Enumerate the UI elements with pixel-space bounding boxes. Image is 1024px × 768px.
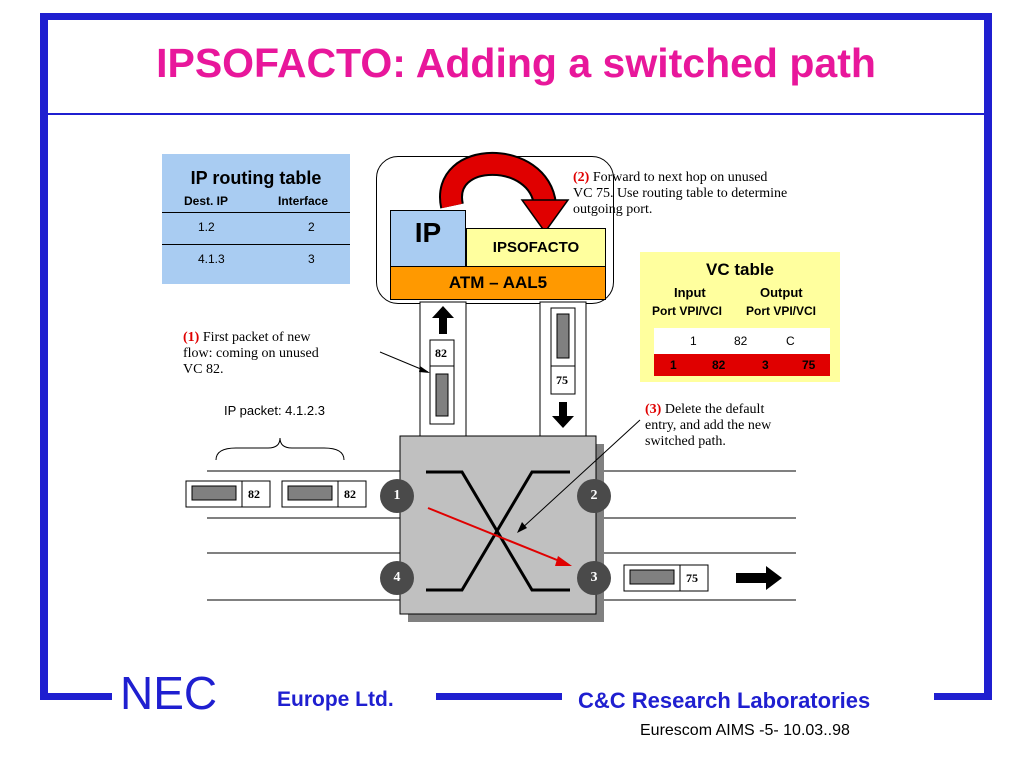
forward-arrow-head xyxy=(520,199,570,234)
up-arrow-icon xyxy=(432,306,454,334)
cell-75-down xyxy=(550,365,576,395)
ip-packet-brace xyxy=(215,437,345,461)
vc-table: VC table Input Output Port VPI/VCI Port … xyxy=(640,252,840,382)
page-title: IPSOFACTO: Adding a switched path xyxy=(156,40,876,86)
routing-col-dest: Dest. IP xyxy=(184,194,229,208)
note-2: (2) Forward to next hop on unused VC 75.… xyxy=(573,170,788,217)
uplink-vc-label: 82 xyxy=(435,346,447,360)
routing-row-2-iface: 3 xyxy=(308,252,315,266)
cell-payload-up xyxy=(435,373,449,417)
port-4: 4 xyxy=(380,561,414,595)
routing-row-1-dest: 1.2 xyxy=(198,220,215,234)
vc-output-sub: Port VPI/VCI xyxy=(746,304,817,318)
outgoing-arrow-icon xyxy=(736,566,782,590)
switched-path-arrowhead xyxy=(555,556,572,566)
note-1: (1) First packet of new flow: coming on … xyxy=(183,330,319,377)
cell-payload-down xyxy=(556,313,570,359)
frame-left xyxy=(40,13,48,700)
vc-input-header: Input xyxy=(674,285,706,300)
atm-aal5-layer-box: ATM – AAL5 xyxy=(390,266,606,300)
switched-path-line xyxy=(427,507,563,563)
switch-fabric xyxy=(399,435,597,615)
cell-82-up xyxy=(429,339,455,367)
note-3: (3) Delete the default entry, and add th… xyxy=(645,402,772,449)
ip-layer-box: IP xyxy=(390,210,466,268)
title-divider xyxy=(48,113,984,115)
port-3: 3 xyxy=(577,561,611,595)
down-arrow-icon xyxy=(552,402,574,428)
crossbar-path xyxy=(426,470,570,592)
routing-table-title: IP routing table xyxy=(190,168,322,188)
port-1: 1 xyxy=(380,479,414,513)
ipsofacto-layer-box: IPSOFACTO xyxy=(466,228,606,268)
footer-bar xyxy=(40,693,112,700)
vc-new-row: 1 82 3 75 xyxy=(654,354,830,376)
vc-input-sub: Port VPI/VCI xyxy=(652,304,723,318)
forward-arrow-icon xyxy=(441,154,555,209)
nec-logo: NEC xyxy=(120,667,218,719)
footer-bar xyxy=(436,693,562,700)
vc-output-header: Output xyxy=(760,285,803,300)
routing-col-interface: Interface xyxy=(278,194,329,208)
vc-old-row: 1 82 C xyxy=(654,328,830,354)
port-2: 2 xyxy=(577,479,611,513)
frame-right xyxy=(984,13,992,700)
outgoing-cell-vc: 75 xyxy=(686,571,698,585)
frame-top xyxy=(40,13,992,20)
footer-bar xyxy=(934,693,992,700)
incoming-cell-1-vc: 82 xyxy=(248,487,260,501)
routing-row-2-dest: 4.1.3 xyxy=(198,252,225,266)
footer-lab: C&C Research Laboratories xyxy=(578,688,871,713)
ip-packet-label: IP packet: 4.1.2.3 xyxy=(224,403,325,418)
incoming-cell-2-vc: 82 xyxy=(344,487,356,501)
downlink-vc-label: 75 xyxy=(556,373,568,387)
routing-row-1-iface: 2 xyxy=(308,220,315,234)
ip-routing-table: IP routing table Dest. IP Interface 1.2 … xyxy=(162,154,350,284)
note3-pointer xyxy=(519,419,641,531)
vc-table-title: VC table xyxy=(705,260,775,279)
footer-europe: Europe Ltd. xyxy=(277,688,394,711)
footer-info: Eurescom AIMS -5- 10.03..98 xyxy=(640,722,850,739)
